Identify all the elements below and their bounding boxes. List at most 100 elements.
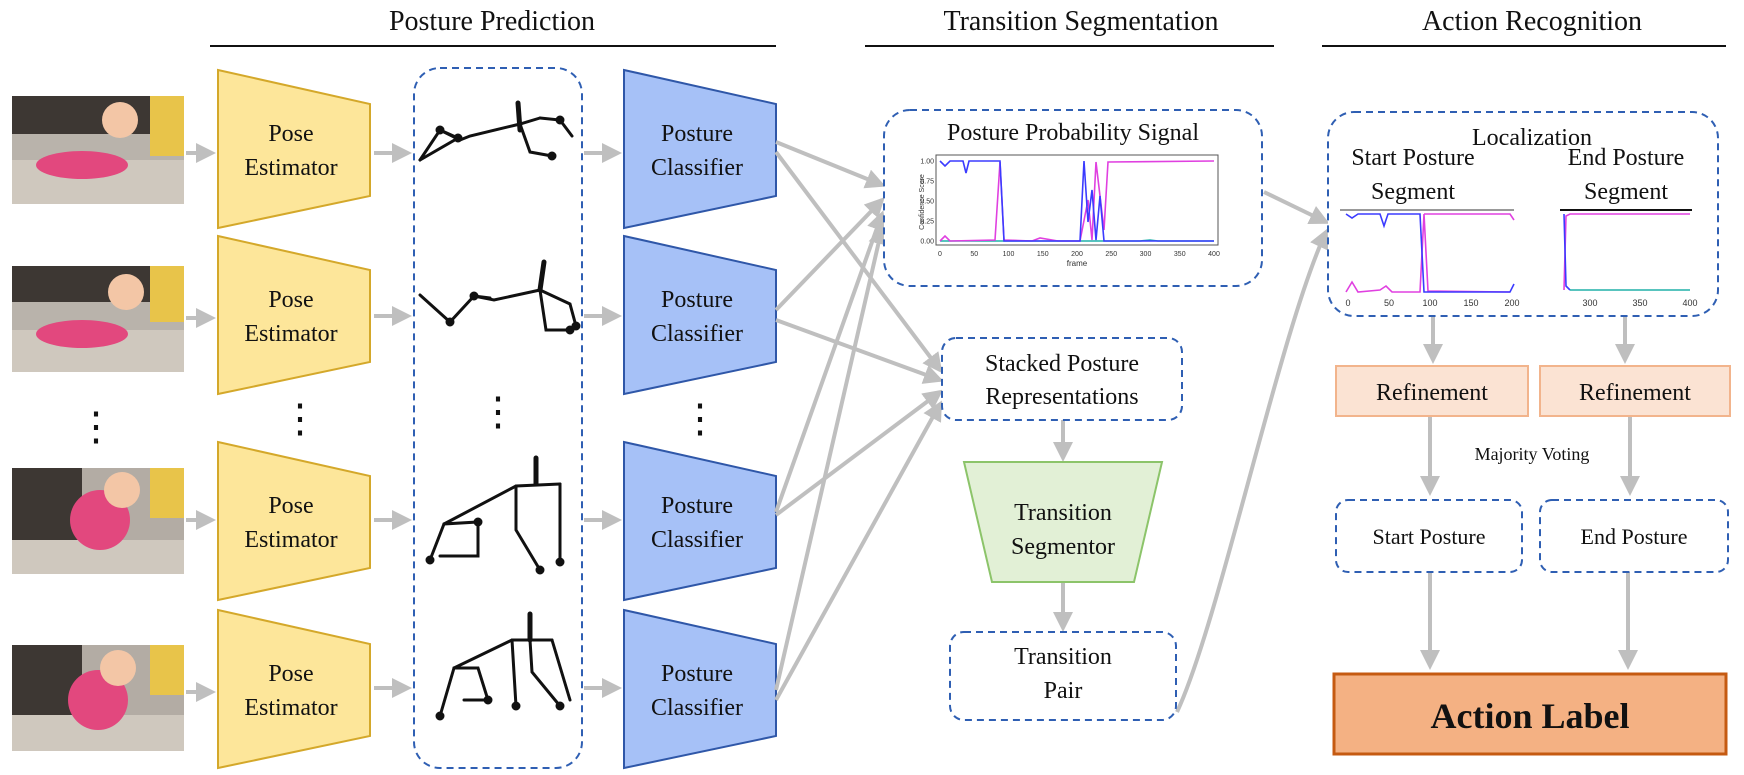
end-segment-label: End Posture: [1568, 145, 1685, 171]
video-frame-4: [12, 645, 184, 751]
posture-classifier-label: Posture: [661, 661, 733, 687]
pose-estimator-2: Pose Estimator: [217, 234, 371, 396]
start-segment-label: Start Posture: [1351, 145, 1474, 171]
start-segment-xticks: 0 50 100 150 200: [1345, 298, 1519, 308]
localization-title: Localization: [1472, 125, 1592, 151]
start-xtick-label: 0: [1345, 298, 1350, 308]
pose-estimator-4: Pose Estimator: [217, 608, 371, 770]
header-transition-segmentation: Transition Segmentation: [943, 6, 1218, 37]
posture-probability-signal-title: Posture Probability Signal: [947, 120, 1199, 146]
start-xtick-label: 50: [1384, 298, 1394, 308]
transition-pair-label: Pair: [1044, 678, 1083, 704]
signal-xtick-label: 0: [938, 251, 942, 258]
signal-ytick-label: 0.00: [920, 239, 934, 246]
signal-xtick-label: 350: [1174, 251, 1186, 258]
refinement-start-label: Refinement: [1376, 380, 1488, 406]
skeleton-4: [435, 611, 572, 721]
start-xtick-label: 100: [1422, 298, 1437, 308]
start-posture-box: [1335, 499, 1523, 573]
pose-estimator-label: Pose: [268, 121, 313, 147]
localization-box: [1327, 111, 1719, 317]
pose-estimator-label: Estimator: [244, 321, 337, 347]
video-frame-2: [12, 266, 184, 372]
pose-estimator-label: Estimator: [244, 695, 337, 721]
posture-classifier-label: Classifier: [651, 155, 743, 181]
signal-xtick-label: 200: [1071, 251, 1083, 258]
start-xtick-label: 200: [1504, 298, 1519, 308]
end-xtick-label: 350: [1632, 298, 1647, 308]
ellipsis: ⋮: [76, 404, 116, 449]
ellipsis: ⋮: [478, 389, 518, 434]
refinement-end: [1539, 365, 1731, 417]
header-posture-prediction: Posture Prediction: [389, 6, 595, 37]
signal-ytick-label: 1.00: [920, 159, 934, 166]
pose-estimator-label: Pose: [268, 493, 313, 519]
ellipsis: ⋮: [280, 396, 320, 441]
signal-ytick-label: 0.50: [920, 199, 934, 206]
signal-xtick-label: 300: [1140, 251, 1152, 258]
signal-xtick-label: 250: [1105, 251, 1117, 258]
posture-classifier-4: Posture Classifier: [623, 608, 777, 770]
start-xtick-label: 150: [1463, 298, 1478, 308]
skeleton-3: [425, 455, 565, 575]
signal-ytick-label: 0.75: [920, 179, 934, 186]
start-series-blue: [1345, 213, 1515, 293]
transition-pair-box: [949, 631, 1177, 721]
pose-estimator-label: Pose: [268, 287, 313, 313]
start-posture-label: Start Posture: [1372, 524, 1485, 549]
skeleton-1: [418, 100, 574, 162]
pose-estimator-1: Pose Estimator: [217, 68, 371, 230]
posture-classifier-label: Posture: [661, 287, 733, 313]
stacked-posture-label: Representations: [985, 384, 1138, 410]
posture-classifier-3: Posture Classifier: [623, 440, 777, 602]
posture-classifier-label: Posture: [661, 121, 733, 147]
end-segment-plot: 300 350 400: [1563, 213, 1698, 308]
action-label-box: [1332, 672, 1728, 756]
pose-estimator-label: Estimator: [244, 155, 337, 181]
signal-xtick-label: 100: [1003, 251, 1015, 258]
end-posture-label: End Posture: [1581, 524, 1688, 549]
pose-estimator-label: Pose: [268, 661, 313, 687]
posture-classifier-label: Classifier: [651, 321, 743, 347]
signal-xtick-label: 400: [1208, 251, 1220, 258]
transition-segmentor-label: Segmentor: [1011, 534, 1115, 560]
signal-chart-xticks: 0 50 100 150 200 250 300 350 400: [938, 251, 1220, 258]
video-frame-3: [12, 468, 184, 574]
end-xtick-label: 300: [1582, 298, 1597, 308]
refinement-start: [1335, 365, 1529, 417]
posture-classifier-label: Posture: [661, 493, 733, 519]
posture-classifier-label: Classifier: [651, 527, 743, 553]
signal-chart-ylabel: Confidence Score: [919, 174, 926, 230]
posture-classifier-2: Posture Classifier: [623, 234, 777, 396]
transition-segmentor: [962, 461, 1164, 583]
end-segment-label: Segment: [1584, 179, 1668, 205]
end-series-blue: [1563, 213, 1571, 291]
skeleton-2: [418, 259, 581, 335]
signal-ytick-label: 0.25: [920, 219, 934, 226]
refinement-end-label: Refinement: [1579, 380, 1691, 406]
end-xtick-label: 400: [1682, 298, 1697, 308]
skeleton-column: [413, 67, 583, 769]
ellipsis: ⋮: [680, 396, 720, 441]
transition-pair-label: Transition: [1014, 644, 1112, 670]
transition-segmentor-label: Transition: [1014, 500, 1112, 526]
signal-chart-yticks: 0.00 0.25 0.50 0.75 1.00: [920, 159, 934, 246]
stacked-posture-label: Stacked Posture: [985, 351, 1139, 377]
start-segment-plot: 0 50 100 150 200: [1345, 213, 1520, 308]
signal-xtick-label: 50: [970, 251, 978, 258]
stacked-posture-representations-box: [941, 337, 1183, 421]
signal-chart-xlabel: frame: [1067, 259, 1088, 268]
posture-classifier-label: Classifier: [651, 695, 743, 721]
end-segment-xticks: 300 350 400: [1582, 298, 1697, 308]
signal-chart: Confidence Score frame 0.00 0.25 0.50 0.75 1…: [919, 154, 1220, 268]
signal-series-blue: [939, 160, 1214, 242]
end-posture-box: [1539, 499, 1729, 573]
start-series-magenta: [1345, 213, 1511, 293]
header-action-recognition: Action Recognition: [1422, 6, 1642, 37]
start-segment-label: Segment: [1371, 179, 1455, 205]
pose-estimator-label: Estimator: [244, 527, 337, 553]
start-series-magenta-top: [1424, 213, 1515, 221]
pose-estimator-3: Pose Estimator: [217, 440, 371, 602]
signal-xtick-label: 150: [1037, 251, 1049, 258]
action-label-text: Action Label: [1430, 696, 1629, 736]
